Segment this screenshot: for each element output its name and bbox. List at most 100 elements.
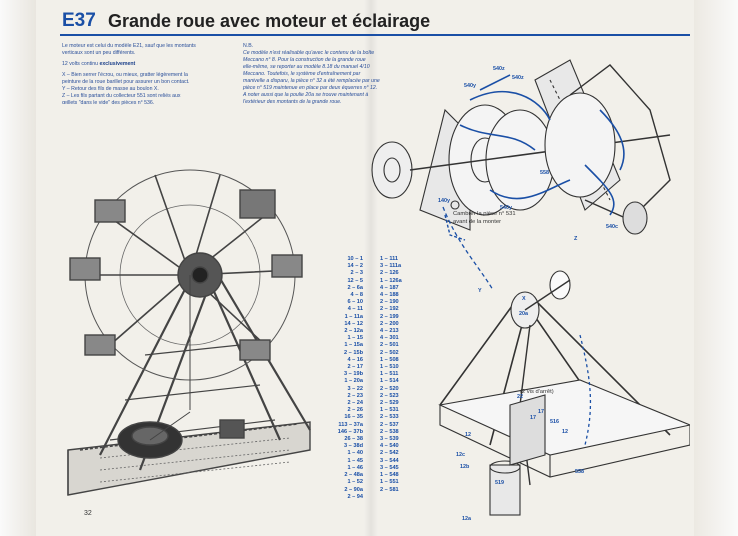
- note-line: Y – Retour des fils de masse au boulon X…: [62, 86, 159, 92]
- part-label: 558: [575, 469, 584, 475]
- volts-line: 12 volts continu exclusivement: [62, 61, 135, 68]
- part-label: 20a: [519, 311, 528, 317]
- link-arrow: [442, 206, 494, 291]
- part-label: 12b: [460, 464, 470, 470]
- parts-list-row: 14 – 2: [347, 263, 363, 270]
- parts-list-row: 2 – 538: [380, 428, 399, 435]
- parts-list-row: 2 – 200: [380, 320, 399, 327]
- parts-list-row: 1 – 508: [380, 356, 399, 363]
- nb-line: pièce n° 519 maintenue en place par deux…: [243, 85, 378, 91]
- nb-line: Meccano. Toutefois, le système d'entraîn…: [243, 71, 361, 77]
- parts-list-row: 12 – 5: [347, 277, 363, 284]
- intro-line: verticaux sont un peu différents.: [62, 50, 136, 56]
- parts-list-row: 4 – 188: [380, 292, 399, 299]
- part-label: 540c: [606, 224, 618, 230]
- nb-line: Ce modèle n'est réalisable qu'avec le co…: [243, 50, 375, 56]
- parts-list-row: 4 – 8: [350, 292, 363, 299]
- parts-list-row: 2 – 15b: [344, 349, 363, 356]
- parts-list-row: 1 – 548: [380, 472, 399, 479]
- part-label: 12a: [462, 516, 471, 522]
- nb-line: l'extérieur des montants de la grande ro…: [243, 99, 342, 105]
- part-label: 540y: [500, 205, 512, 211]
- parts-list-row: 1 – 531: [380, 407, 399, 414]
- parts-list-row: 2 – 90a: [344, 486, 363, 493]
- page-title: Grande roue avec moteur et éclairage: [108, 11, 431, 31]
- parts-list-row: 4 – 187: [380, 284, 399, 291]
- part-label: 12: [465, 432, 471, 438]
- part-label: 558: [540, 170, 549, 176]
- parts-list-row: 1 – 111: [380, 256, 399, 262]
- parts-list-row: 3 – 539: [380, 436, 399, 443]
- part-label: Z: [574, 236, 578, 242]
- parts-list-row: 2 – 3: [350, 270, 363, 277]
- base-assembly-diagram: [438, 270, 690, 516]
- parts-list-row: 3 – 545: [380, 464, 399, 471]
- parts-list-row: 2 – 26: [347, 407, 363, 414]
- volts-prefix: 12 volts continu: [62, 61, 99, 67]
- parts-list-row: 2 – 533: [380, 414, 399, 421]
- parts-list-row: 2 – 537: [380, 421, 399, 428]
- parts-list-row: 2 – 542: [380, 450, 399, 457]
- cambrer-note: Cambrer la pièce n° 531: [453, 211, 516, 217]
- nb-line: elle-même, se reporter au modèle 8.18 du…: [243, 64, 370, 70]
- volts-emphasis: exclusivement: [99, 61, 136, 67]
- parts-list-row: 113 – 37a: [338, 421, 363, 428]
- header-rule: [60, 34, 690, 36]
- part-label: 140y: [438, 198, 450, 204]
- parts-list-row: 2 – 94: [347, 493, 363, 500]
- page-gutter: [364, 0, 378, 536]
- parts-list-row: 2 – 126: [380, 270, 399, 277]
- nb-line: Meccano n° 8. Pour la construction de la…: [243, 57, 366, 63]
- part-label: 17: [530, 415, 536, 421]
- parts-list-row: 6 – 10: [347, 299, 363, 306]
- parts-list-row: 2 – 12a: [344, 328, 363, 335]
- parts-list-row: 3 – 111a: [380, 263, 402, 270]
- nb-heading: N.B.: [243, 43, 254, 49]
- model-code: E37: [62, 10, 96, 31]
- parts-list-row: 1 – 40: [347, 450, 363, 457]
- parts-list-row: 2 – 48a: [344, 472, 363, 479]
- ferris-wheel-illustration: [67, 169, 311, 496]
- page-edge-right: [694, 0, 738, 536]
- part-label: 17: [538, 409, 544, 415]
- part-label: 12c: [456, 452, 465, 458]
- parts-list-row: 1 – 46: [347, 464, 363, 471]
- nb-line: A noter aussi que la poulie 20a se trouv…: [243, 92, 369, 98]
- page-edge-left: [0, 0, 36, 536]
- parts-list-row: 2 – 23: [347, 392, 363, 399]
- part-label: 12: [562, 429, 568, 435]
- cambrer-note: avant de la monter: [453, 219, 502, 225]
- parts-list-row: 2 – 581: [380, 486, 399, 493]
- parts-list-row: 10 – 1: [347, 256, 363, 262]
- part-label: Y: [478, 288, 482, 294]
- parts-list-row: 2 – 520: [380, 385, 399, 392]
- parts-list-row: 3 – 544: [380, 457, 399, 464]
- parts-list-row: 1 – 514: [380, 378, 399, 385]
- part-label: 22: [517, 394, 523, 400]
- parts-list-row: 4 – 16: [347, 356, 363, 363]
- parts-list-row: 1 – 15: [347, 335, 363, 342]
- intro-line: Le moteur est celui du modèle E21, sauf …: [62, 43, 196, 49]
- note-line: Z – Les fils partant du collecteur 551 s…: [62, 93, 181, 99]
- part-label: 540z: [512, 75, 524, 81]
- parts-list-row: 1 – 11a: [344, 313, 363, 320]
- note-line: X – Bien serrer l'écrou, ou mieux, gratt…: [62, 72, 188, 78]
- part-label: 516: [550, 419, 559, 425]
- parts-list-row: 2 – 502: [380, 349, 399, 356]
- hub-exploded-diagram: [371, 59, 671, 241]
- parts-list-row: 2 – 190: [380, 299, 399, 306]
- parts-list-row: 16 – 35: [344, 414, 363, 421]
- parts-list-row: 2 – 6a: [347, 284, 363, 291]
- note-line: peinture de la roue barillet pour assure…: [62, 79, 190, 85]
- parts-list-row: 2 – 529: [380, 400, 399, 407]
- part-label: 540z: [493, 66, 505, 72]
- parts-list-row: 2 – 199: [380, 313, 399, 320]
- parts-list-row: 1 – 52: [347, 479, 363, 486]
- parts-list-row: 1 – 15a: [344, 342, 363, 349]
- parts-list-row: 1 – 20a: [344, 378, 363, 385]
- parts-list-row: 26 – 38: [344, 436, 363, 443]
- parts-list-row: 1 – 45: [347, 457, 363, 464]
- parts-list-row: 1 – 510: [380, 364, 399, 371]
- parts-list-row: 1 – 551: [380, 479, 399, 486]
